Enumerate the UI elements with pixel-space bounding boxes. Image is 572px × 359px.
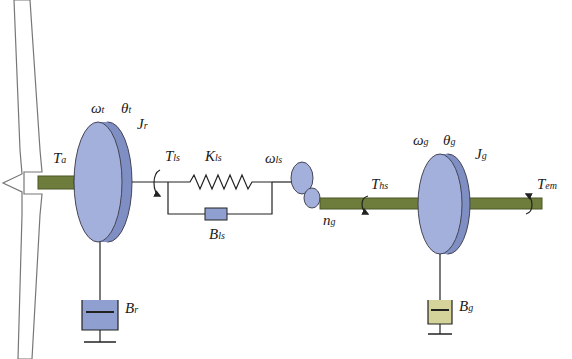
damper-cup (428, 300, 452, 324)
shaft-line (272, 181, 292, 182)
symbol-label: Jr (136, 116, 149, 133)
damper-cup (82, 300, 118, 330)
symbol-label: Br (124, 300, 139, 317)
small-gear (304, 188, 320, 208)
shaft-line (132, 181, 168, 182)
symbol-label: Tem (536, 176, 558, 193)
symbol-label: Ths (370, 176, 389, 193)
blade (3, 0, 42, 359)
torque-arrow (526, 194, 532, 214)
symbol-label: Ta (52, 150, 67, 167)
symbol-label: Bg (458, 298, 474, 315)
ground-rod (99, 330, 100, 342)
spring (168, 175, 272, 189)
damper-piston (86, 311, 114, 313)
symbol-label: ωt (90, 100, 105, 117)
torque-arrow (362, 196, 368, 214)
damper-bracket (227, 182, 272, 214)
symbol-label: θt (120, 100, 132, 117)
symbol-label: Kls (204, 148, 223, 165)
ground (428, 333, 452, 335)
symbol-label: θg (442, 132, 456, 149)
ground (84, 341, 116, 343)
symbol-label: ng (322, 212, 337, 229)
generator-disk (418, 154, 462, 254)
damper-piston (431, 309, 449, 311)
symbol-label: ωg (412, 132, 430, 149)
damper-bracket (168, 182, 205, 214)
ground-rod (439, 324, 440, 334)
shaft-damper (205, 208, 227, 220)
symbol-label: Tls (164, 148, 181, 165)
symbol-label: Jg (474, 146, 488, 163)
symbol-label: Bls (208, 226, 226, 243)
symbol-label: ωls (264, 150, 283, 167)
torque-arrow (154, 170, 160, 196)
rotor-disk (74, 122, 122, 242)
